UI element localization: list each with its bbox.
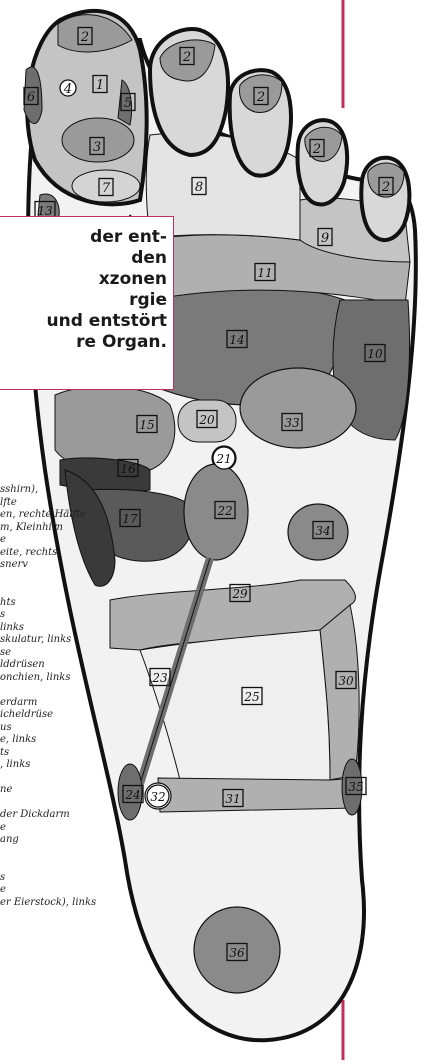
legend-line: m, Kleinhirn: [0, 522, 162, 535]
callout-line: der ent-: [0, 227, 167, 248]
legend-line: links: [0, 622, 162, 635]
legend-line: skulatur, links: [0, 634, 162, 647]
zone-number: 8: [195, 180, 203, 195]
zone-label-25: 25: [242, 688, 262, 705]
legend-line: en, rechte Hälfte: [0, 509, 162, 522]
legend-line: [0, 584, 162, 597]
zone-number: 9: [321, 231, 329, 246]
zone-number: 31: [225, 792, 240, 806]
zone-label-34: 34: [313, 522, 333, 539]
zone-number: 2: [256, 90, 265, 105]
callout-line: rgie: [0, 290, 167, 311]
legend-line: e, links: [0, 734, 162, 747]
legend-line: ang: [0, 834, 162, 847]
zone-label-29: 29: [230, 585, 250, 602]
legend-line: lfte: [0, 497, 162, 510]
zone-31-region: [158, 778, 356, 812]
explanation-callout: der ent- den xzonen rgie und entstört re…: [0, 216, 174, 390]
zone-number: 21: [215, 452, 231, 466]
legend-line: icheldrüse: [0, 709, 162, 722]
zone-number: 14: [229, 333, 244, 347]
zone-number: 25: [243, 690, 259, 704]
zone-label-10: 10: [365, 345, 385, 362]
legend-line: der Dickdarm: [0, 809, 162, 822]
legend-line: ne: [0, 784, 162, 797]
zone-number: 2: [80, 30, 89, 45]
callout-line: re Organ.: [0, 332, 167, 353]
zone-number: 16: [120, 462, 136, 476]
legend-line: [0, 572, 162, 585]
zone-number: 3: [93, 140, 101, 155]
legend-line: s: [0, 609, 162, 622]
zone-label-22: 22: [215, 502, 235, 519]
zone-label-4: 4: [60, 80, 76, 97]
zone-label-14: 14: [227, 331, 247, 348]
zone-number: 6: [27, 90, 35, 105]
zone-number: 2: [182, 50, 191, 65]
zone-number: 36: [229, 946, 245, 960]
legend-line: [0, 797, 162, 810]
legend-line: e: [0, 822, 162, 835]
zone-number: 10: [367, 347, 383, 361]
legend-line: lddrüsen: [0, 659, 162, 672]
zone-number: 15: [139, 418, 154, 432]
legend-line: snerv: [0, 559, 162, 572]
zone-number: 34: [315, 524, 330, 538]
zone-number: 5: [124, 96, 132, 111]
legend-line: erdarm: [0, 697, 162, 710]
zone-label-21: 21: [213, 447, 235, 469]
zone-label-15: 15: [137, 416, 157, 433]
zone-number: 30: [338, 674, 354, 688]
zone-number: 7: [102, 181, 111, 196]
legend-line: [0, 684, 162, 697]
zone-number: 2: [312, 142, 321, 157]
legend-line: ts: [0, 747, 162, 760]
zone-number: 2: [381, 180, 390, 195]
callout-line: und entstört: [0, 311, 167, 332]
zone-number: 29: [231, 587, 248, 601]
legend-line: e: [0, 534, 162, 547]
callout-line: xzonen: [0, 269, 167, 290]
zone-number: 11: [257, 266, 272, 280]
zone-label-36: 36: [227, 944, 247, 961]
legend-line: [0, 772, 162, 785]
callout-line: den: [0, 248, 167, 269]
zone-label-16: 16: [118, 460, 138, 477]
legend-line: e: [0, 884, 162, 897]
zone-22-region: [184, 464, 248, 560]
legend-line: , links: [0, 759, 162, 772]
zone-label-30: 30: [336, 672, 356, 689]
zone-label-31: 31: [223, 790, 243, 807]
zone-number: 1: [96, 78, 104, 93]
zone-label-33: 33: [282, 414, 302, 431]
legend-line: us: [0, 722, 162, 735]
zone-label-35: 35: [346, 778, 366, 795]
zone-label-11: 11: [255, 264, 275, 281]
legend-line: se: [0, 647, 162, 660]
legend-line: onchien, links: [0, 672, 162, 685]
zone-number: 33: [284, 416, 300, 430]
legend-line: er Eierstock), links: [0, 897, 162, 910]
legend-line: eite, rechts,: [0, 547, 162, 560]
zone-number: 22: [216, 504, 232, 518]
zone-label-20: 20: [197, 411, 217, 428]
legend-line: [0, 859, 162, 872]
zone-number: 4: [63, 82, 72, 97]
zone-number: 35: [348, 780, 363, 794]
zone-33-region: [240, 368, 356, 448]
legend-line: s: [0, 872, 162, 885]
legend-line: hts: [0, 597, 162, 610]
legend-line: sshirn),: [0, 484, 162, 497]
zone-number: 20: [198, 413, 215, 427]
legend-line: [0, 847, 162, 860]
